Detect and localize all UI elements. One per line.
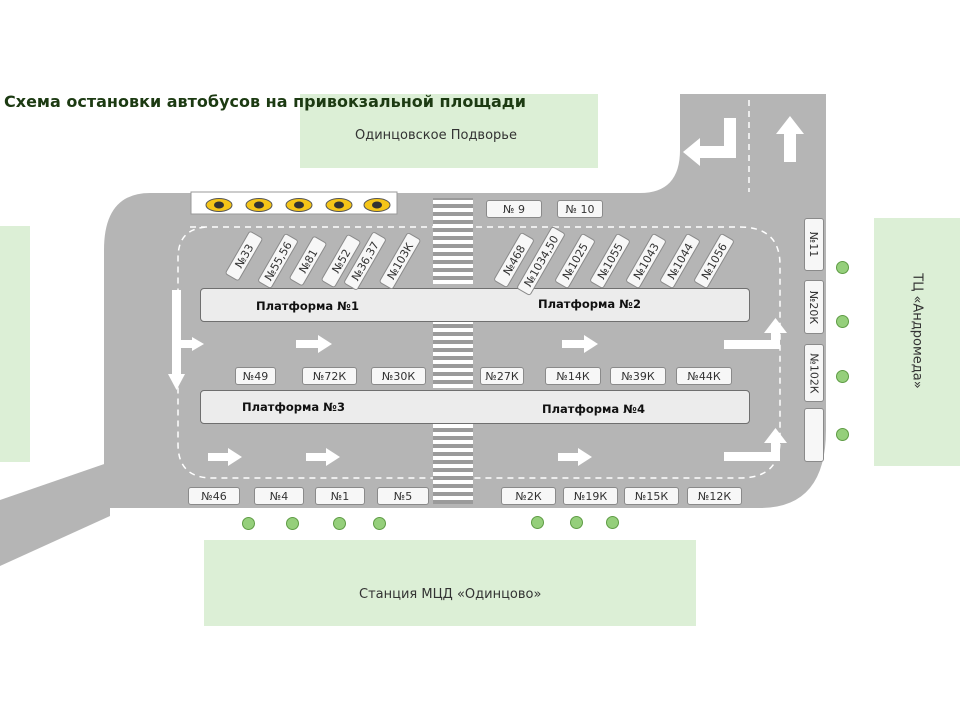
station-label: Станция МЦД «Одинцово»: [359, 587, 542, 602]
platform-4-label: Платформа №4: [542, 402, 646, 416]
bus-icon: №102К: [804, 344, 824, 402]
bus-icon: №14К: [545, 367, 601, 385]
bus-icon: №12К: [687, 487, 742, 505]
bus-icon: № 9: [486, 200, 542, 218]
bus-icon: №49: [235, 367, 276, 385]
bus-icon: №44К: [676, 367, 732, 385]
bus-stop-icon: [836, 370, 849, 383]
bus-stop-icon: [570, 516, 583, 529]
bus-icon: №15К: [624, 487, 679, 505]
bus-icon: №4: [254, 487, 304, 505]
turn-up-arrow-icon: [724, 318, 787, 349]
crosswalk-icon: [433, 424, 473, 504]
odintsovo-podvorye-area: [300, 94, 598, 168]
platform-3-label: Платформа №3: [242, 400, 346, 414]
bus-icon: №20К: [804, 280, 824, 334]
bus-icon: №27К: [480, 367, 524, 385]
bus-stop-icon: [606, 516, 619, 529]
mall-label: ТЦ «Андромеда»: [909, 273, 925, 389]
bus-stop-icon: [286, 517, 299, 530]
bus-stop-icon: [836, 428, 849, 441]
bus-icon: [804, 408, 824, 462]
taxi-icon: [245, 198, 273, 212]
bus-stop-icon: [836, 315, 849, 328]
station-area: [204, 540, 696, 626]
turn-up-arrow-icon: [724, 428, 787, 461]
crosswalk-icon: [433, 198, 473, 284]
taxi-icon: [363, 198, 391, 212]
page-title: Схема остановки автобусов на привокзальн…: [4, 92, 526, 111]
bus-icon: №30К: [371, 367, 426, 385]
taxi-row: [205, 198, 391, 212]
bus-icon: №2К: [501, 487, 556, 505]
inner-lane-markings: [177, 226, 781, 479]
taxi-icon: [285, 198, 313, 212]
bus-icon: № 10: [557, 200, 603, 218]
right-arrow-icon: [296, 335, 332, 353]
bus-stop-icon: [531, 516, 544, 529]
down-arrow-icon: [168, 290, 204, 390]
bus-icon: №19К: [563, 487, 618, 505]
up-arrow-icon: [776, 116, 804, 162]
bus-stop-icon: [333, 517, 346, 530]
bus-icon: №5: [377, 487, 429, 505]
bus-icon: №72К: [302, 367, 357, 385]
right-arrow-icon: [558, 448, 592, 466]
bus-stop-icon: [836, 261, 849, 274]
bus-icon: №11: [804, 218, 824, 271]
side-road-southwest: [0, 462, 110, 566]
taxi-icon: [205, 198, 233, 212]
bus-stop-icon: [242, 517, 255, 530]
odintsovo-podvorye-label: Одинцовское Подворье: [355, 128, 517, 143]
right-arrow-icon: [208, 448, 242, 466]
turn-left-arrow-icon: [683, 118, 736, 166]
right-arrow-icon: [306, 448, 340, 466]
bus-stop-icon: [373, 517, 386, 530]
mall-area: [874, 218, 960, 466]
traffic-arrows: [168, 116, 804, 466]
right-arrow-icon: [562, 335, 598, 353]
platform-3-4: [200, 390, 750, 424]
platform-2-label: Платформа №2: [538, 297, 642, 311]
bus-icon: №1: [315, 487, 365, 505]
platform-1-2: [200, 288, 750, 322]
platform-1-label: Платформа №1: [256, 299, 360, 313]
bus-icon: №39К: [610, 367, 666, 385]
bus-icon: №46: [188, 487, 240, 505]
left-green-area: [0, 226, 30, 462]
crosswalk-icon: [433, 322, 473, 388]
taxi-icon: [325, 198, 353, 212]
